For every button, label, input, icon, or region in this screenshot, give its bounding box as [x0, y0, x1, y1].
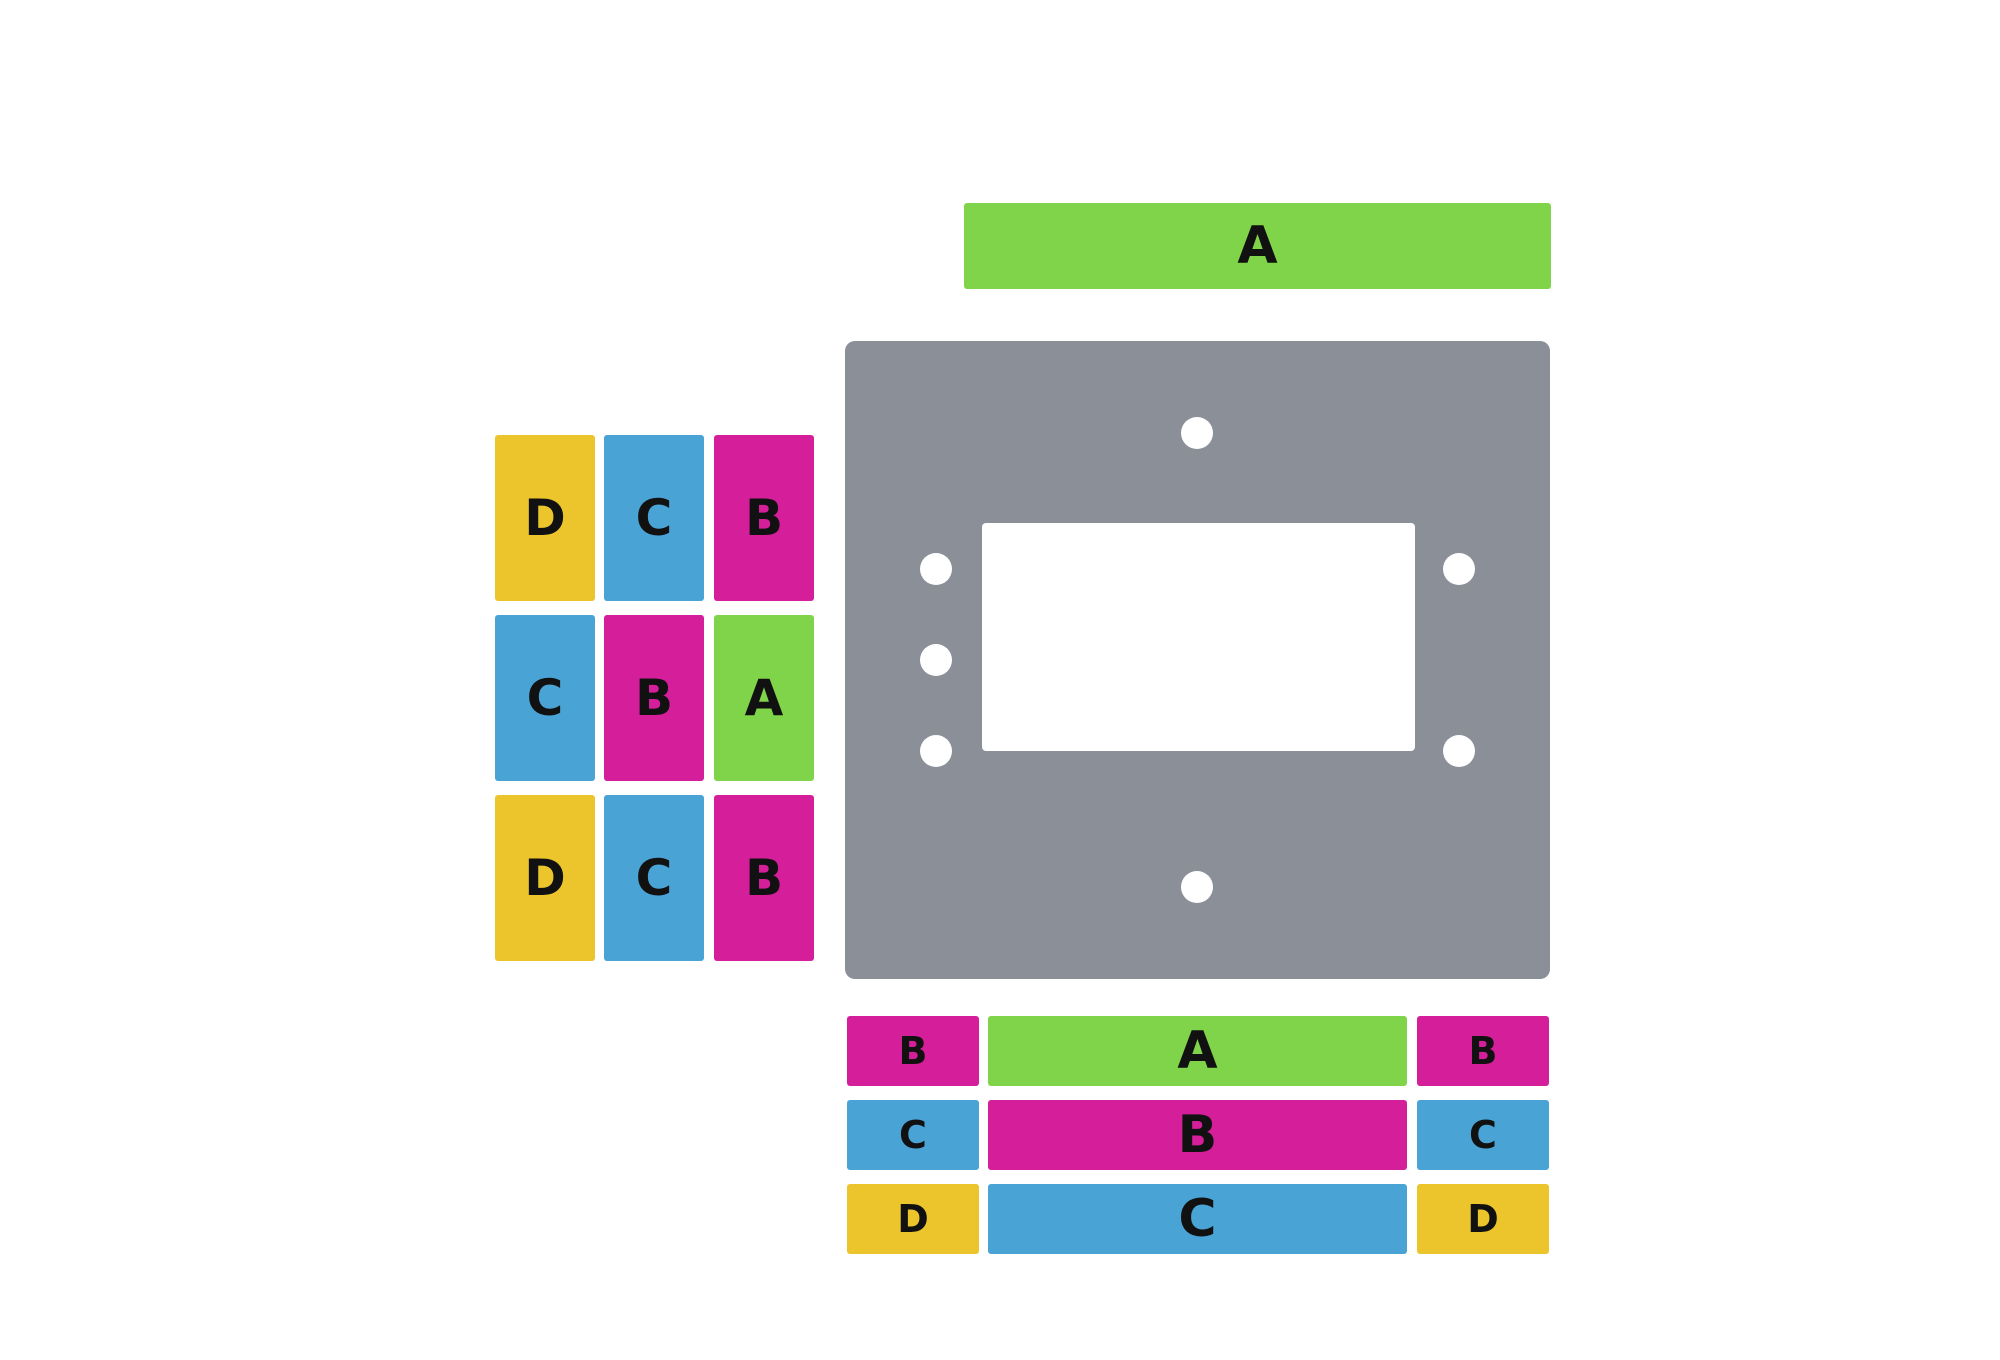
row-side-block: C	[1417, 1100, 1549, 1170]
block-label: D	[524, 489, 566, 547]
block-label: B	[1468, 1029, 1498, 1073]
row-side-block: C	[847, 1100, 979, 1170]
grid-block: D	[495, 435, 595, 601]
block-label: C	[1469, 1113, 1497, 1157]
block-label: B	[634, 669, 674, 727]
row-center-block: C	[988, 1184, 1407, 1254]
block-label: A	[1237, 216, 1278, 276]
grid-block: D	[495, 795, 595, 961]
block-label: C	[635, 489, 673, 547]
row-side-block: D	[1417, 1184, 1549, 1254]
block-label: C	[635, 849, 673, 907]
plate-window	[982, 523, 1415, 751]
mount-hole	[1443, 553, 1475, 585]
block-label: B	[744, 489, 784, 547]
grid-block: B	[714, 435, 814, 601]
block-label: C	[899, 1113, 927, 1157]
mount-hole	[1181, 417, 1213, 449]
mount-hole	[920, 735, 952, 767]
block-label: B	[744, 849, 784, 907]
mount-hole	[920, 553, 952, 585]
block-label: C	[1178, 1189, 1217, 1249]
grid-block: C	[495, 615, 595, 781]
top-bar-block: A	[964, 203, 1551, 289]
grid-block: B	[604, 615, 704, 781]
block-label: A	[1177, 1021, 1218, 1081]
row-side-block: D	[847, 1184, 979, 1254]
mount-hole	[1443, 735, 1475, 767]
grid-block: C	[604, 795, 704, 961]
row-center-block: A	[988, 1016, 1407, 1086]
block-label: B	[898, 1029, 928, 1073]
mounting-plate	[845, 341, 1550, 979]
grid-block: A	[714, 615, 814, 781]
row-center-block: B	[988, 1100, 1407, 1170]
grid-block: C	[604, 435, 704, 601]
block-label: D	[1467, 1197, 1499, 1241]
mount-hole	[920, 644, 952, 676]
row-side-block: B	[1417, 1016, 1549, 1086]
block-label: A	[744, 669, 784, 727]
block-label: B	[1177, 1105, 1218, 1165]
mount-hole	[1181, 871, 1213, 903]
row-side-block: B	[847, 1016, 979, 1086]
grid-block: B	[714, 795, 814, 961]
block-label: C	[526, 669, 564, 727]
block-label: D	[524, 849, 566, 907]
block-label: D	[897, 1197, 929, 1241]
